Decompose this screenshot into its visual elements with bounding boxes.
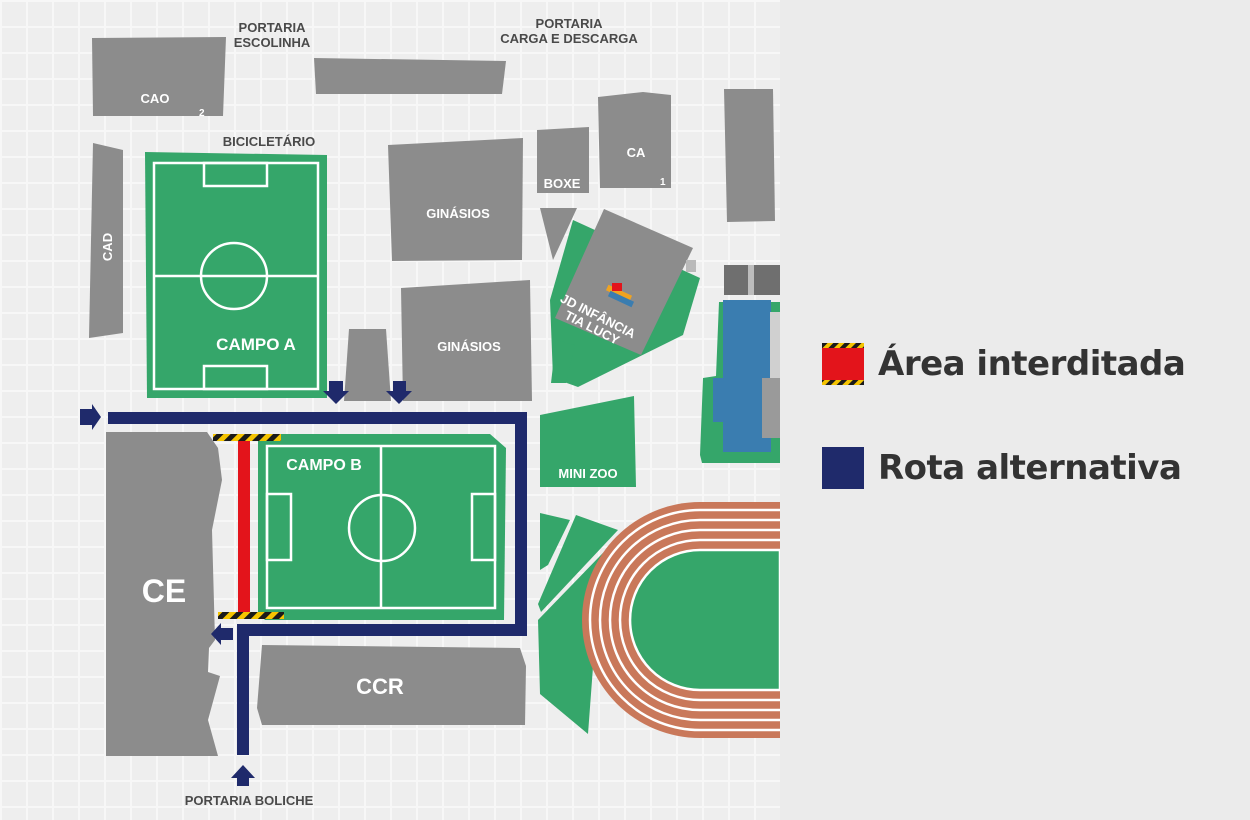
building-ce <box>106 432 222 756</box>
gate-escolinha-label-1: PORTARIA <box>239 20 307 35</box>
campo-b-label: CAMPO B <box>286 457 362 474</box>
restricted-area <box>213 434 284 619</box>
building-small-center <box>344 329 391 401</box>
grass-strip-2 <box>538 515 618 612</box>
alternative-route <box>80 381 527 786</box>
legend-route-label: Rota alternativa <box>878 448 1182 488</box>
cao-label: CAO <box>141 91 170 106</box>
ca-label: CA <box>627 145 646 160</box>
legend-item-route: Rota alternativa <box>822 444 1185 492</box>
campo-a-label: CAMPO A <box>216 335 296 354</box>
jd-logo-icon <box>605 283 635 308</box>
entry-arrow-left-icon <box>80 404 101 430</box>
grass-mini-zoo <box>540 396 636 487</box>
cao-number: 2 <box>199 108 205 119</box>
arrow-down-2-icon <box>386 381 412 404</box>
grass-left-strip <box>540 513 570 570</box>
legend-item-restricted: Área interditada <box>822 340 1186 388</box>
map-svg: PORTARIA ESCOLINHA PORTARIA CARGA E DESC… <box>80 16 780 808</box>
building-cao <box>92 37 226 116</box>
cad-label: CAD <box>100 233 115 261</box>
building-ccr <box>257 645 526 725</box>
athletic-track <box>582 502 780 738</box>
gate-carga-label-1: PORTARIA <box>536 16 604 31</box>
building-ginasios-top <box>388 138 523 261</box>
gate-escolinha-label-2: ESCOLINHA <box>234 35 311 50</box>
campo-b-lines <box>265 444 497 610</box>
gate-carga-label-2: CARGA E DESCARGA <box>500 31 638 46</box>
boxe-label: BOXE <box>544 176 581 191</box>
building-top-long <box>314 58 506 94</box>
legend-restricted-label: Área interditada <box>878 344 1186 384</box>
building-cad <box>89 143 123 338</box>
arrow-left-ce-icon <box>211 623 233 645</box>
ca-number: 1 <box>660 177 666 188</box>
campus-map: PORTARIA ESCOLINHA PORTARIA CARGA E DESC… <box>0 0 780 820</box>
bicicletario-label: BICICLETÁRIO <box>223 134 315 149</box>
building-boxe <box>537 127 589 193</box>
ce-label: CE <box>142 573 186 609</box>
blue-swatch-icon <box>822 447 864 489</box>
building-boxe-annex <box>540 208 577 260</box>
campo-a-lines <box>152 161 320 391</box>
gate-boliche-label: PORTARIA BOLICHE <box>185 793 314 808</box>
building-ginasios-bottom <box>401 280 532 401</box>
grass-jd-small <box>551 340 575 383</box>
legend: Área interditada Rota alternativa <box>822 340 1186 548</box>
hazard-swatch-icon <box>822 343 864 385</box>
arrow-up-boliche-icon <box>231 765 255 786</box>
building-right-tall <box>724 89 775 222</box>
ginasios-bottom-label: GINÁSIOS <box>437 339 501 354</box>
jd-annex <box>686 260 696 272</box>
ginasios-top-label: GINÁSIOS <box>426 206 490 221</box>
building-ca <box>598 92 671 188</box>
ccr-label: CCR <box>356 674 404 699</box>
mini-zoo-label: MINI ZOO <box>558 466 617 481</box>
building-jd-infancia <box>555 209 693 355</box>
arrow-down-1-icon <box>323 381 349 404</box>
